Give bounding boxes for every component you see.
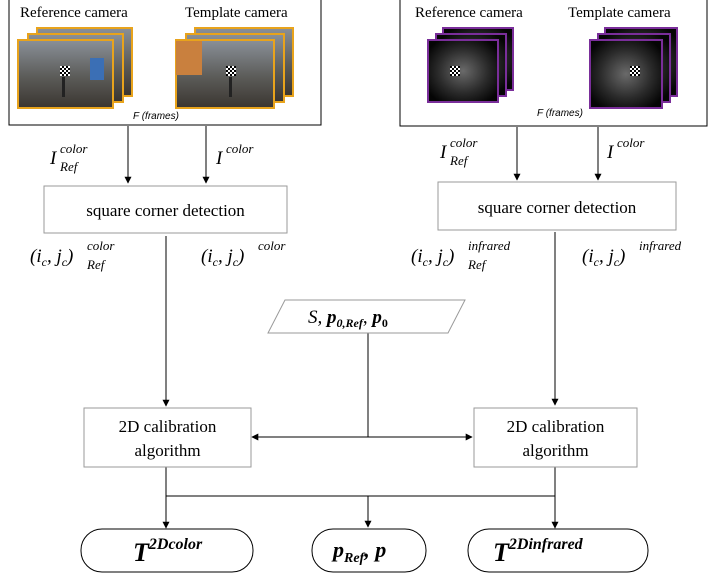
svg-text:infrared: infrared bbox=[639, 238, 682, 253]
ir-corners-ref-label: (ic, jc) infrared Ref bbox=[411, 238, 511, 272]
output-points-label: pRef, p bbox=[331, 537, 386, 566]
ir-reference-camera-label: Reference camera bbox=[415, 5, 523, 21]
ir-template-camera-label: Template camera bbox=[568, 5, 671, 21]
svg-text:color: color bbox=[226, 141, 254, 156]
color-template-camera-label: Template camera bbox=[185, 5, 288, 21]
color-corners-template-label: (ic, jc) color bbox=[201, 238, 286, 269]
svg-text:infrared: infrared bbox=[468, 238, 511, 253]
svg-text:I: I bbox=[606, 142, 615, 163]
connectors bbox=[124, 126, 602, 529]
color-frames-label: F (frames) bbox=[133, 111, 179, 122]
color-corner-detection-label: square corner detection bbox=[86, 201, 245, 220]
svg-text:color: color bbox=[617, 135, 645, 150]
output-points-node bbox=[311, 528, 427, 573]
svg-text:(ic, jc): (ic, jc) bbox=[201, 246, 244, 269]
color-input-ref-label: I color Ref bbox=[49, 141, 88, 174]
color-calibration-label-2: algorithm bbox=[134, 441, 200, 460]
svg-text:color: color bbox=[258, 238, 286, 253]
svg-text:I: I bbox=[49, 148, 58, 169]
color-calibration-label-1: 2D calibration bbox=[119, 417, 217, 436]
output-color-transform-label: T2Dcolor bbox=[133, 536, 203, 567]
svg-text:color: color bbox=[87, 238, 115, 253]
ir-reference-frames bbox=[427, 27, 514, 103]
ir-calibration-label-2: algorithm bbox=[522, 441, 588, 460]
ir-frames-label: F (frames) bbox=[537, 108, 583, 119]
ir-corner-detection-label: square corner detection bbox=[478, 198, 637, 217]
svg-text:(ic, jc): (ic, jc) bbox=[411, 246, 454, 269]
svg-text:Ref: Ref bbox=[467, 257, 488, 272]
ir-input-template-label: I color bbox=[606, 135, 645, 163]
output-infrared-transform-label: T2Dinfrared bbox=[493, 536, 584, 567]
output-color-transform-node bbox=[80, 528, 254, 573]
svg-text:Ref: Ref bbox=[59, 159, 80, 174]
parameters-label: S, p0,Ref, p0 bbox=[308, 307, 388, 330]
color-input-template-label: I color bbox=[215, 141, 254, 169]
svg-text:I: I bbox=[215, 148, 224, 169]
svg-text:(ic, jc): (ic, jc) bbox=[582, 246, 625, 269]
svg-text:I: I bbox=[439, 142, 448, 163]
ir-calibration-label-1: 2D calibration bbox=[507, 417, 605, 436]
svg-text:color: color bbox=[60, 141, 88, 156]
svg-text:(ic, jc): (ic, jc) bbox=[30, 246, 73, 269]
color-template-frames bbox=[175, 27, 294, 109]
ir-calibration-box bbox=[473, 407, 638, 468]
svg-text:Ref: Ref bbox=[449, 153, 470, 168]
infrared-camera-panel: Reference camera Template camera F (fram… bbox=[399, 0, 708, 127]
ir-input-ref-label: I color Ref bbox=[439, 135, 478, 168]
svg-text:color: color bbox=[450, 135, 478, 150]
parameters-node bbox=[267, 299, 466, 334]
output-infrared-transform-node bbox=[467, 528, 649, 573]
ir-corner-detection-box bbox=[437, 181, 677, 231]
svg-text:Ref: Ref bbox=[86, 257, 107, 272]
ir-template-frames bbox=[589, 27, 678, 109]
ir-corners-template-label: (ic, jc) infrared bbox=[582, 238, 682, 269]
color-calibration-box bbox=[83, 407, 252, 468]
color-corner-detection-box bbox=[43, 185, 288, 234]
color-reference-camera-label: Reference camera bbox=[20, 5, 128, 21]
color-corners-ref-label: (ic, jc) color Ref bbox=[30, 238, 115, 272]
color-reference-frames bbox=[17, 27, 133, 109]
color-camera-panel: Reference camera Template camera F (fram… bbox=[8, 0, 322, 126]
